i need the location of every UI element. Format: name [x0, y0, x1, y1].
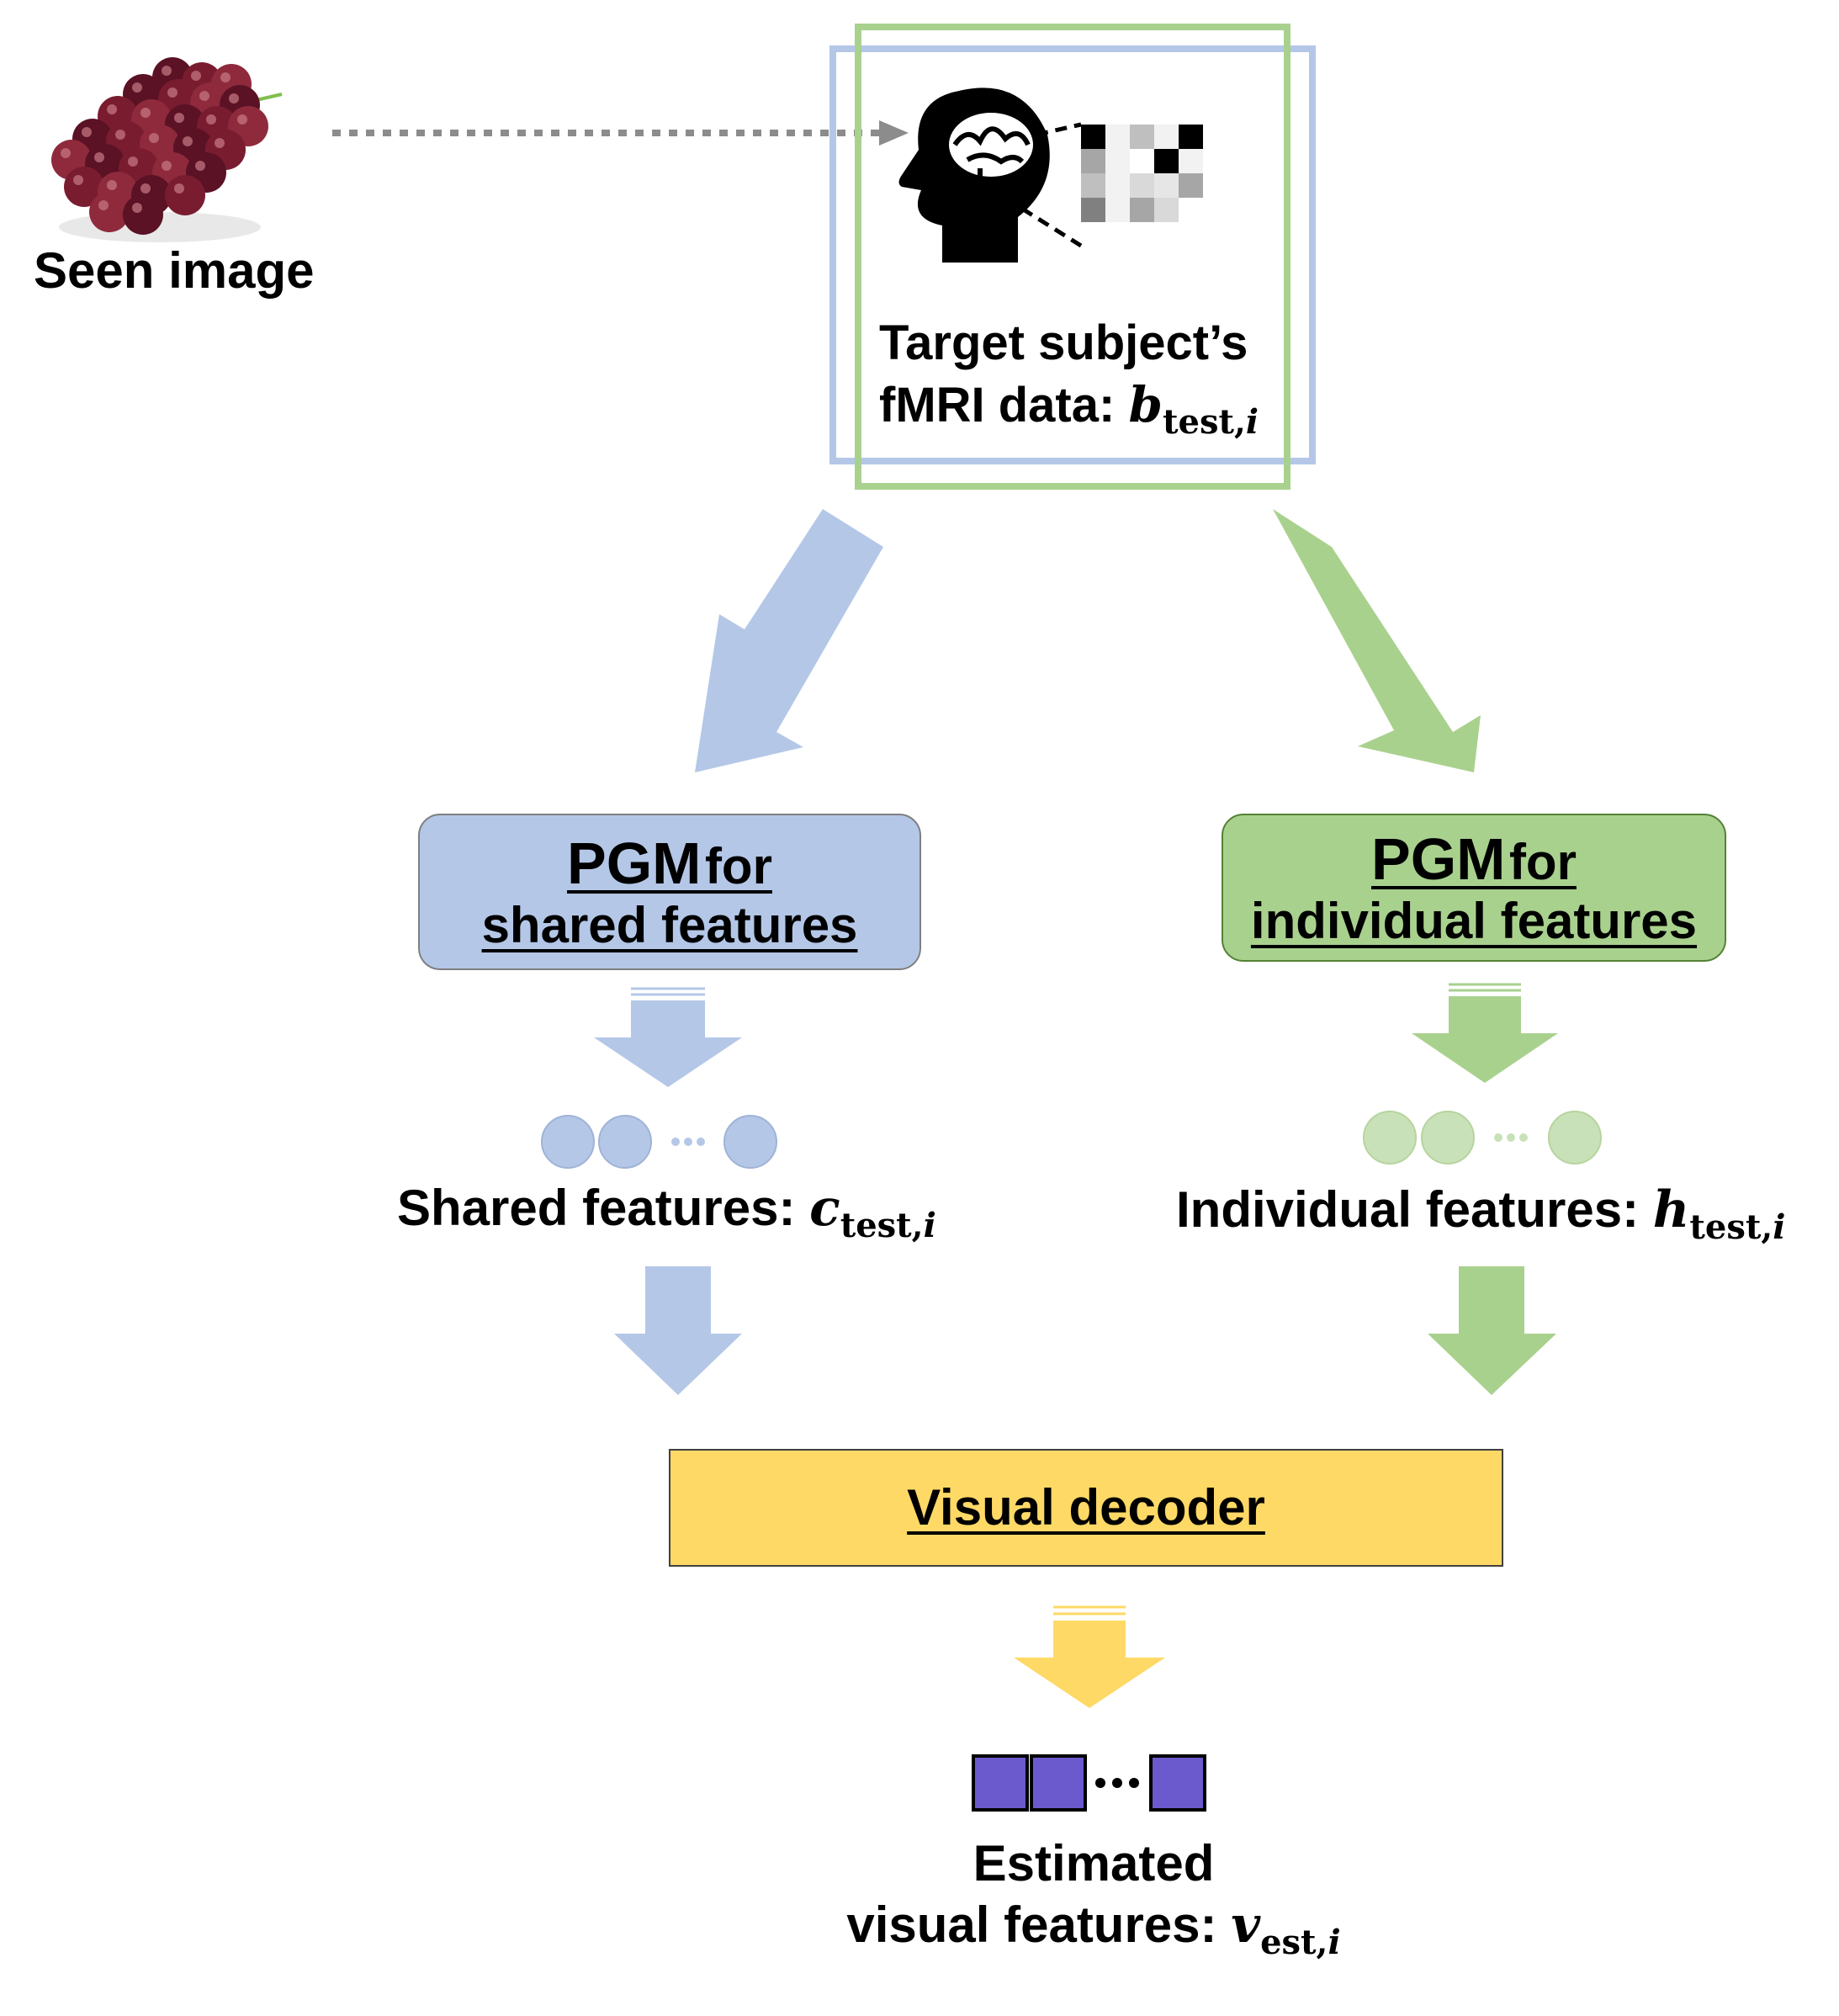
fmri-variable: b: [1128, 375, 1163, 433]
voxel-cell: [1179, 149, 1203, 173]
fmri-frame-blue: [829, 45, 1316, 464]
voxel-cell: [1154, 173, 1179, 198]
voxel-cell: [1179, 125, 1203, 149]
arrow-shared-down: [594, 987, 742, 1087]
voxel-cell: [1179, 198, 1203, 222]
shared-features-label: Shared features: ctest,i: [397, 1179, 936, 1245]
estimated-subscript: est,i: [1260, 1923, 1341, 1963]
voxel-cell: [1130, 149, 1154, 173]
pgm-individual-box: PGM for individual features: [1222, 814, 1726, 962]
voxel-cell: [1105, 125, 1130, 149]
individual-feature-circles: [1363, 1111, 1602, 1165]
pgm-individual-subtitle: individual features: [1250, 892, 1698, 949]
seen-image-label: Seen image: [34, 242, 315, 299]
voxel-cell: [1154, 149, 1179, 173]
voxel-cell: [1081, 125, 1105, 149]
voxel-cell: [1130, 125, 1154, 149]
connector-bottom: [1020, 206, 1083, 248]
shared-feature-circles: [541, 1115, 777, 1169]
arrow-shared-to-decoder: [614, 1266, 742, 1395]
individual-variable: h: [1652, 1180, 1690, 1239]
head-brain-icon: [898, 88, 1050, 263]
arrow-decoder-down: [1014, 1605, 1165, 1708]
pgm-shared-subtitle: shared features: [481, 896, 858, 953]
voxel-cell: [1081, 173, 1105, 198]
fmri-label-line2: fMRI data: btest,i: [879, 375, 1259, 442]
shared-subscript: test,i: [840, 1206, 936, 1245]
big-arrow-blue: [695, 509, 883, 772]
shared-variable: c: [809, 1179, 840, 1238]
fmri-label: Target subject’s fMRI data: btest,i: [879, 313, 1259, 443]
individual-features-label: Individual features: htest,i: [1176, 1180, 1786, 1247]
estimated-variable: v: [1231, 1896, 1261, 1955]
pgm-shared-box: PGM for shared features: [418, 814, 921, 970]
estimated-feature-squares: [972, 1754, 1206, 1812]
dotted-arrowhead: [879, 120, 909, 146]
estimated-features-label: Estimated visual features: vest,i: [757, 1833, 1430, 1964]
arrow-individual-to-decoder: [1428, 1266, 1556, 1395]
visual-decoder-box: Visual decoder: [669, 1449, 1503, 1567]
estimated-line2: visual features: vest,i: [846, 1896, 1341, 1963]
voxel-cell: [1154, 198, 1179, 222]
voxel-cell: [1154, 125, 1179, 149]
voxel-cell: [1105, 198, 1130, 222]
visual-decoder-label: Visual decoder: [907, 1479, 1265, 1536]
voxel-grid: [1081, 125, 1203, 222]
fmri-subscript: test,i: [1163, 401, 1259, 442]
voxel-cell: [1130, 198, 1154, 222]
voxel-cell: [1130, 173, 1154, 198]
connector-top: [1036, 122, 1082, 137]
voxel-cell: [1081, 149, 1105, 173]
voxel-cell: [1081, 198, 1105, 222]
grape-image: [51, 57, 283, 242]
fmri-label-line1: Target subject’s: [879, 316, 1248, 370]
estimated-line1: Estimated: [972, 1835, 1215, 1891]
voxel-cell: [1179, 173, 1203, 198]
arrow-individual-down: [1412, 983, 1558, 1083]
big-arrow-green: [1273, 509, 1481, 772]
fmri-frame-green: [855, 24, 1290, 490]
voxel-cell: [1105, 149, 1130, 173]
pgm-shared-title: PGM for: [567, 830, 772, 897]
individual-subscript: test,i: [1689, 1207, 1786, 1247]
pgm-individual-title: PGM for: [1371, 826, 1577, 893]
voxel-cell: [1105, 173, 1130, 198]
